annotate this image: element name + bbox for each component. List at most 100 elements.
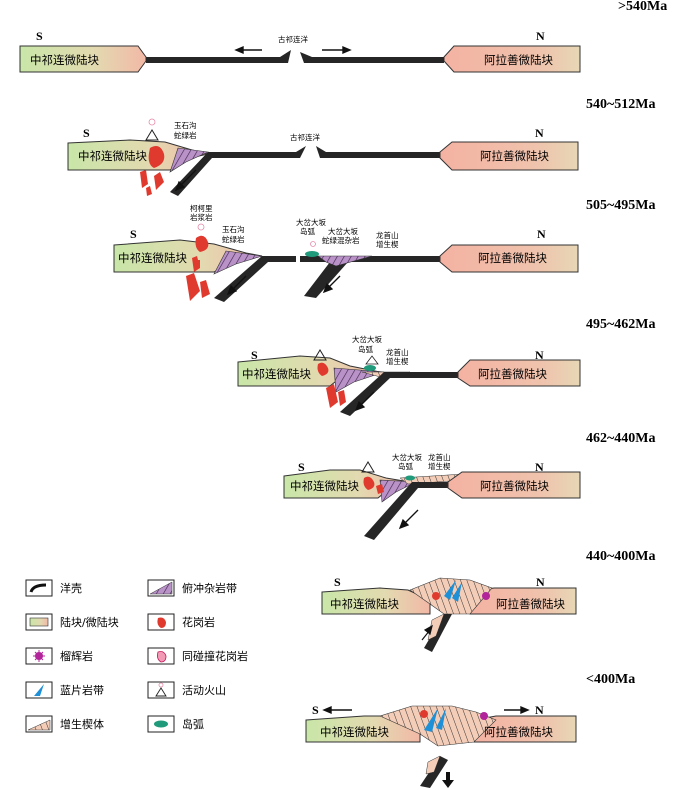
ophiolite-label-1: 玉石沟	[174, 120, 197, 130]
magmatic-rock-label-1: 柯柯里	[190, 203, 213, 213]
legend-label: 同碰撞花岗岩	[182, 649, 248, 663]
legend-label: 活动火山	[182, 684, 226, 697]
left-block-label: 中祁连微陆块	[242, 367, 311, 381]
legend-item-continental-block: 陆块/微陆块	[26, 614, 119, 630]
oceanic-slab-north	[300, 256, 440, 298]
stage-time-label: >540Ma	[618, 0, 667, 14]
active-volcano-icon	[146, 119, 158, 140]
magmatic-rock-label-2: 岩浆岩	[190, 212, 213, 222]
right-block-label: 阿拉善微陆块	[484, 53, 553, 67]
island-arc	[405, 476, 415, 481]
right-block-label: 阿拉善微陆块	[496, 597, 565, 611]
stage-7: <400Ma S N 中祁连微陆块 阿拉善微陆块	[306, 672, 635, 788]
direction-south: S	[334, 575, 341, 589]
legend-item-oceanic-crust: 洋壳	[26, 580, 82, 596]
direction-south: S	[36, 29, 43, 43]
stage-time-label: 495~462Ma	[586, 317, 656, 332]
legend-item-subduction-melange: 俯冲杂岩带	[148, 580, 237, 596]
island-arc-label-2: 岛弧	[358, 344, 373, 354]
stage-4: 495~462Ma S N 大岔大坂 岛弧 龙首山 增生楔 中祁连微陆块 阿拉善…	[238, 317, 656, 416]
stage-time-label: 505~495Ma	[586, 198, 656, 213]
legend-item-active-volcano: 活动火山	[148, 682, 226, 698]
left-block-label: 中祁连微陆块	[320, 725, 389, 739]
oceanic-crust-right	[316, 146, 440, 158]
legend-item-granite: 花岗岩	[148, 614, 215, 630]
ocean-label: 古祁连洋	[278, 34, 308, 44]
left-block-label: 中祁连微陆块	[118, 251, 187, 265]
direction-south: S	[130, 227, 137, 241]
legend-label: 蓝片岩带	[60, 683, 104, 697]
stage-2: 540~512Ma S N 玉石沟 蛇绿岩 古祁连洋 中祁连微陆块 阿拉善微陆块	[68, 97, 656, 196]
ophiolite-label-2: 蛇绿岩	[222, 234, 245, 244]
continental-block-icon	[30, 618, 48, 626]
right-block-label: 阿拉善微陆块	[480, 149, 549, 163]
direction-north: N	[535, 703, 544, 717]
legend-label: 俯冲杂岩带	[182, 581, 237, 595]
stage-time-label: 462~440Ma	[586, 431, 656, 446]
left-block-label: 中祁连微陆块	[290, 479, 359, 493]
legend-item-syn-collision-granite: 同碰撞花岗岩	[148, 648, 248, 664]
island-arc-label-2: 岛弧	[300, 226, 315, 236]
legend-label: 增生楔体	[60, 717, 104, 731]
active-volcano-icon	[198, 224, 316, 247]
stage-time-label: <400Ma	[586, 672, 635, 687]
direction-south: S	[312, 703, 319, 717]
direction-south: S	[298, 460, 305, 474]
stage-6: 440~400Ma S N 中祁连微陆块 阿拉善微陆块	[322, 549, 656, 652]
island-arc-icon	[154, 721, 168, 728]
legend-item-island-arc: 岛弧	[148, 716, 204, 732]
island-arc-label-1: 大岔大坂	[296, 217, 326, 227]
right-block-label: 阿拉善微陆块	[484, 725, 553, 739]
direction-north: N	[536, 29, 545, 43]
syn-collision-granite-icon	[157, 652, 166, 663]
eclogite-icon	[480, 712, 488, 720]
direction-south: S	[83, 126, 90, 140]
legend-label: 洋壳	[60, 581, 82, 595]
island-arc	[364, 365, 376, 371]
accretionary-wedge-label-1: 龙首山	[428, 452, 451, 462]
stage-5: 462~440Ma S N 大岔大坂 岛弧 龙首山 增生楔 中祁连微陆块 阿拉善…	[284, 431, 656, 540]
right-block-label: 阿拉善微陆块	[478, 367, 547, 381]
left-block-label: 中祁连微陆块	[78, 149, 147, 163]
melange-label-1: 大岔大坂	[328, 226, 358, 236]
oceanic-crust-right	[300, 52, 444, 63]
ophiolite-label-2: 蛇绿岩	[174, 130, 197, 140]
stage-time-label: 440~400Ma	[586, 549, 656, 564]
right-block-label: 阿拉善微陆块	[478, 251, 547, 265]
subduction-arrow	[400, 510, 418, 528]
accretionary-wedge-label-2: 增生楔	[376, 239, 399, 249]
island-arc-label-2: 岛弧	[398, 461, 413, 471]
granite-bodies	[420, 710, 428, 718]
direction-north: N	[537, 227, 546, 241]
ophiolite-label-1: 玉石沟	[222, 224, 245, 234]
left-block-label: 中祁连微陆块	[30, 53, 99, 67]
direction-north: N	[536, 575, 545, 589]
legend: 洋壳 俯冲杂岩带 陆块/微陆块 花岗岩 榴辉岩	[26, 580, 248, 732]
accretionary-wedge-label-2: 增生楔	[428, 461, 451, 471]
legend-item-accretionary-wedge: 增生楔体	[26, 716, 104, 732]
eclogite-icon	[482, 592, 490, 600]
melange-label-2: 蛇绿混杂岩	[322, 235, 360, 245]
accretionary-wedge-label-1: 龙首山	[386, 347, 409, 357]
accretionary-wedge-label-1: 龙首山	[376, 230, 399, 240]
active-volcano-icon	[362, 462, 374, 472]
direction-north: N	[535, 126, 544, 140]
island-arc-label-1: 大岔大坂	[392, 452, 422, 462]
island-arc	[305, 251, 319, 257]
legend-item-blueschist: 蓝片岩带	[26, 682, 104, 698]
stage-1: >540Ma S N 古祁连洋 中祁连微陆块 阿拉善微陆块	[20, 0, 667, 72]
slab-breakoff-arrow	[442, 772, 454, 788]
island-arc-label-1: 大岔大坂	[352, 334, 382, 344]
legend-item-eclogite: 榴辉岩	[26, 648, 93, 664]
spreading-arrows	[236, 47, 350, 53]
legend-label: 陆块/微陆块	[60, 615, 119, 629]
accretionary-wedge-label-2: 增生楔	[386, 356, 409, 366]
stage-time-label: 540~512Ma	[586, 97, 656, 112]
oceanic-crust-left	[146, 50, 291, 63]
ocean-label: 古祁连洋	[290, 132, 320, 142]
legend-label: 岛弧	[182, 717, 204, 731]
stage-3: 505~495Ma S N 柯柯里 岩浆岩 玉石沟 蛇绿岩 大岔大坂 岛弧 大岔…	[114, 198, 656, 302]
legend-label: 花岗岩	[182, 615, 215, 629]
granite-bodies	[432, 592, 440, 600]
